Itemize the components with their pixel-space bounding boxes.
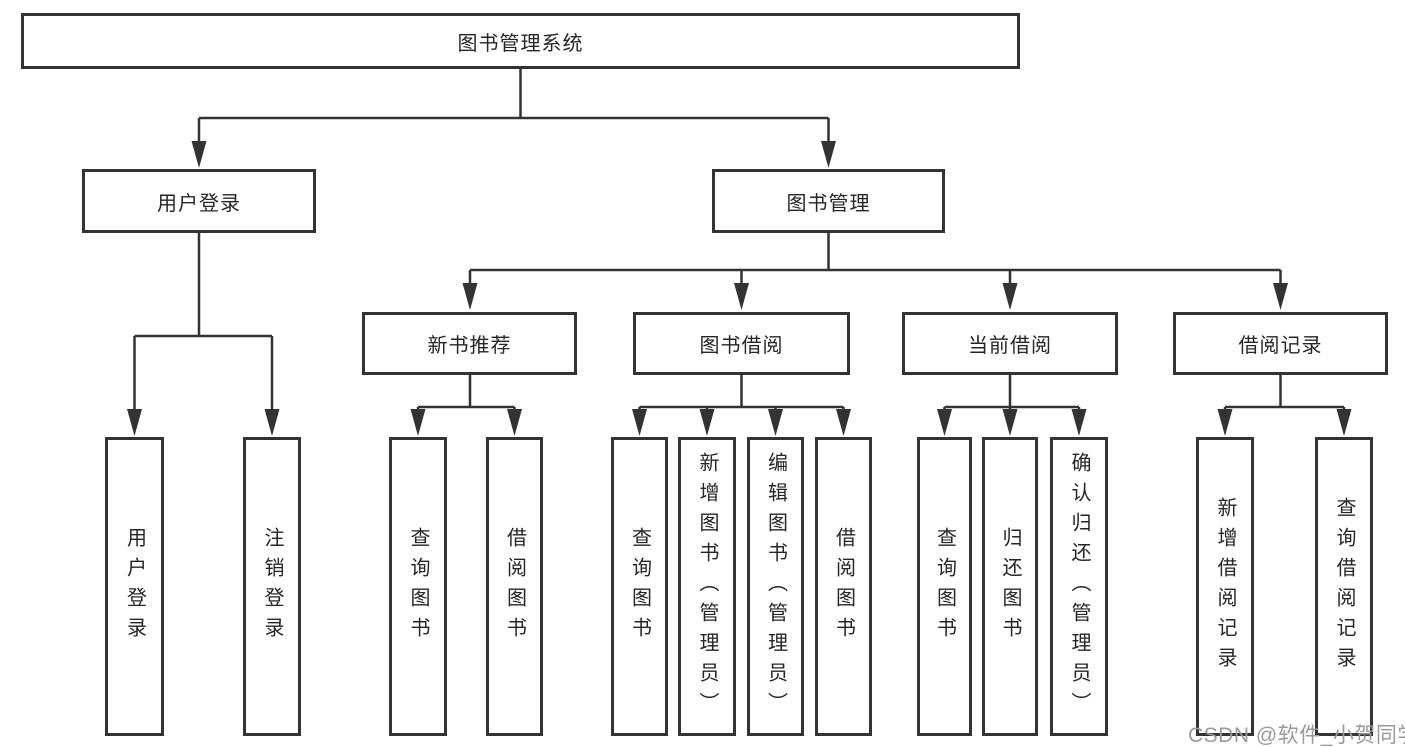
leaf-cb-return-books: 归还图书	[982, 437, 1038, 736]
node-current-borrow: 当前借阅	[902, 312, 1118, 375]
leaf-cb-query-books: 查询图书	[917, 437, 972, 736]
leaf-cb-confirm-return: 确认归还（管理员）	[1050, 437, 1108, 736]
node-book-borrow: 图书借阅	[633, 312, 850, 375]
leaf-rec-query-books: 查询图书	[389, 437, 447, 736]
leaf-br-add-record: 新增借阅记录	[1196, 437, 1254, 736]
node-borrow-records: 借阅记录	[1173, 312, 1388, 375]
node-new-book-rec: 新书推荐	[362, 312, 577, 375]
leaf-br-query-record: 查询借阅记录	[1315, 437, 1373, 736]
watermark: CSDN @软件_小贺同学	[1188, 724, 1405, 747]
node-book-mgmt: 图书管理	[712, 169, 945, 233]
leaf-rec-borrow-books: 借阅图书	[486, 437, 543, 736]
leaf-bb-borrow-books: 借阅图书	[815, 437, 872, 736]
leaf-login: 用户登录	[105, 437, 164, 736]
leaf-bb-add-books: 新增图书（管理员）	[678, 437, 736, 736]
leaf-logout: 注销登录	[243, 437, 301, 736]
node-user-login: 用户登录	[82, 169, 316, 233]
leaf-bb-edit-books: 编辑图书（管理员）	[747, 437, 804, 736]
leaf-bb-query-books: 查询图书	[611, 437, 668, 736]
node-root: 图书管理系统	[21, 13, 1020, 69]
